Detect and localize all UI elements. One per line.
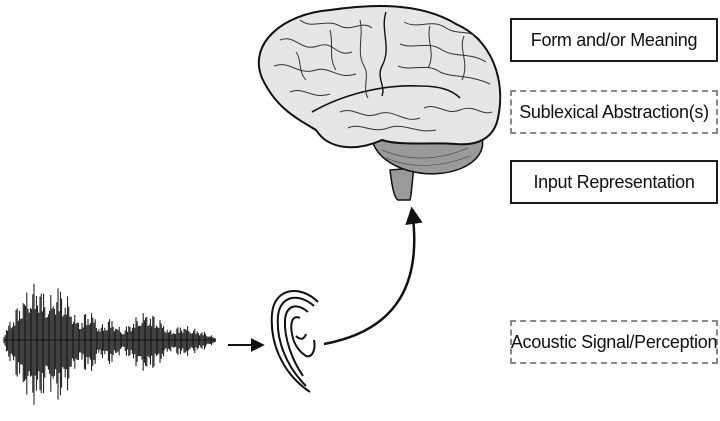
acoustic-signal-label: Acoustic Signal/Perception [510, 320, 718, 364]
sublexical-abstraction-label: Sublexical Abstraction(s) [510, 90, 718, 134]
brain-icon [257, 5, 502, 201]
input-representation-label: Input Representation [510, 160, 718, 204]
ear-icon [270, 290, 319, 393]
speech-waveform-icon [3, 283, 216, 405]
ear-to-brain-arrow [323, 206, 423, 346]
form-meaning-label: Form and/or Meaning [510, 18, 718, 62]
